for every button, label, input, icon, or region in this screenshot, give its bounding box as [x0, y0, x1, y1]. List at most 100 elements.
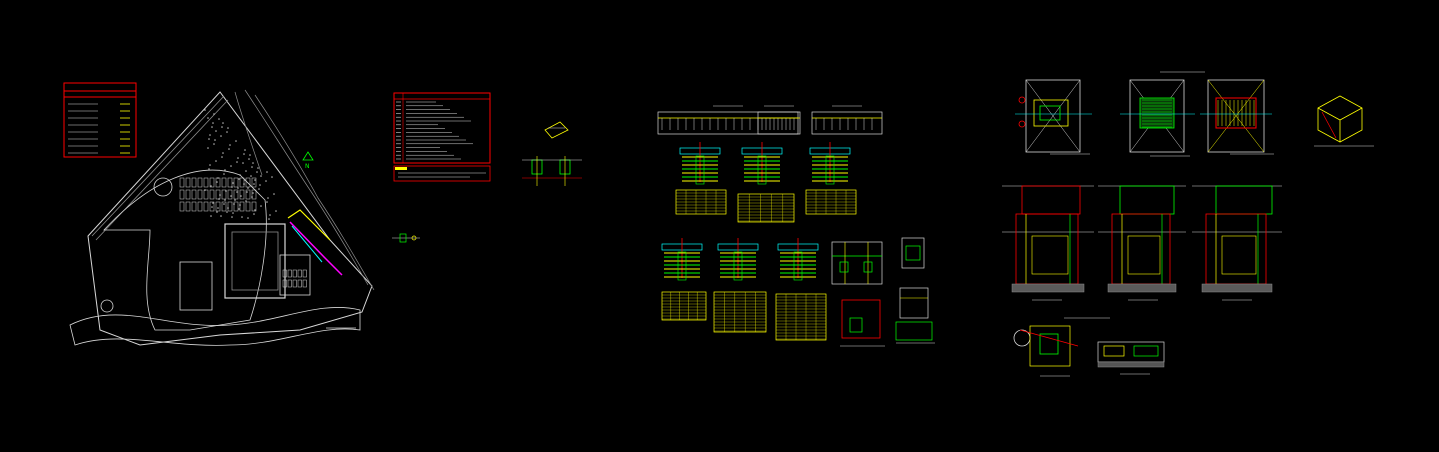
parking-stall: [197, 201, 203, 212]
tree-mark: [222, 122, 224, 124]
tree-mark: [269, 214, 271, 216]
tree-mark: [226, 211, 228, 213]
utility-route-magenta: [289, 221, 343, 276]
parking-stall: [197, 189, 203, 200]
parking-stall: [233, 177, 239, 188]
tree-mark: [249, 154, 251, 156]
parking-stall: [233, 189, 239, 200]
section-foundation: [1011, 283, 1085, 293]
parking-stall: [179, 189, 185, 200]
tree-mark: [252, 192, 254, 194]
tree-mark: [240, 195, 242, 197]
tree-mark: [228, 148, 230, 150]
parking-stall: [239, 189, 245, 200]
area-schedule-table: [63, 82, 137, 158]
tree-mark: [221, 156, 223, 158]
busbar-frame: [657, 111, 799, 135]
load-table: [713, 291, 767, 333]
section-equipment: [1221, 235, 1257, 275]
tree-mark: [220, 135, 222, 137]
legend-table: [393, 92, 491, 182]
parking-stall: [227, 189, 233, 200]
sports-court: [179, 261, 213, 311]
tree-mark: [229, 144, 231, 146]
tree-mark: [253, 183, 255, 185]
tree-mark: [234, 199, 236, 201]
parking-stall: [191, 201, 197, 212]
single-line-diagrams: [657, 105, 935, 347]
tree-mark: [236, 161, 238, 163]
parking-stall: [203, 201, 209, 212]
tree-mark: [212, 122, 214, 124]
tree-mark: [217, 207, 219, 209]
parking-stall: [179, 177, 185, 188]
parking-stall: [302, 269, 307, 278]
substation-plan-3: [1200, 79, 1274, 155]
parking-stall: [302, 279, 307, 288]
parking-stall: [239, 201, 245, 212]
tree-mark: [208, 138, 210, 140]
north-arrow: N: [302, 151, 314, 170]
tree-mark: [253, 213, 255, 215]
tree-mark: [275, 210, 277, 212]
panel-breaker-stack: [695, 155, 705, 185]
parking-stall: [245, 177, 251, 188]
site-plan: N: [63, 82, 375, 346]
tree-mark: [247, 187, 249, 189]
ring-road: [103, 169, 267, 331]
vegetation-hatch: [204, 109, 277, 220]
section-bus-frame: [1119, 185, 1175, 215]
tree-mark: [232, 212, 234, 214]
parking-stall: [251, 177, 257, 188]
parking-stall: [197, 177, 203, 188]
panel-breaker-stack: [793, 251, 803, 281]
tree-mark: [231, 216, 233, 218]
parking-rows: [179, 177, 307, 288]
bottom-detail-2: [1097, 341, 1165, 375]
section-bus-frame: [1215, 185, 1273, 215]
tree-mark: [241, 216, 243, 218]
tree-mark: [251, 166, 253, 168]
tree-mark: [244, 179, 246, 181]
section-body: [1205, 213, 1267, 285]
tree-mark: [213, 113, 215, 115]
parking-stall: [203, 177, 209, 188]
section-foundation: [1107, 283, 1177, 293]
parking-stall: [245, 189, 251, 200]
tree-mark: [214, 139, 216, 141]
tree-mark: [247, 217, 249, 219]
parking-stall: [209, 201, 215, 212]
tree-mark: [218, 118, 220, 120]
tree-mark: [210, 185, 212, 187]
tree-mark: [248, 158, 250, 160]
parking-stall: [209, 189, 215, 200]
parking-stall: [297, 269, 302, 278]
tree-mark: [254, 179, 256, 181]
tree-mark: [245, 200, 247, 202]
tree-mark: [267, 197, 269, 199]
tree-mark: [250, 175, 252, 177]
legend-notes-marker: [395, 167, 407, 170]
tree-mark: [221, 126, 223, 128]
tree-mark: [211, 206, 213, 208]
tree-mark: [238, 178, 240, 180]
tree-mark: [238, 208, 240, 210]
main-building: [224, 223, 286, 299]
tree-mark: [236, 191, 238, 193]
road-outline: [91, 95, 229, 241]
tree-mark: [246, 191, 248, 193]
tree-mark: [226, 131, 228, 133]
tree-mark: [257, 167, 259, 169]
section-equipment: [1031, 235, 1069, 275]
parking-stall: [221, 201, 227, 212]
tree-mark: [235, 140, 237, 142]
tree-mark: [259, 184, 261, 186]
tree-mark: [216, 181, 218, 183]
tree-mark: [212, 202, 214, 204]
tree-mark: [265, 180, 267, 182]
tree-mark: [260, 175, 262, 177]
tree-mark: [210, 215, 212, 217]
access-road: [69, 307, 361, 346]
